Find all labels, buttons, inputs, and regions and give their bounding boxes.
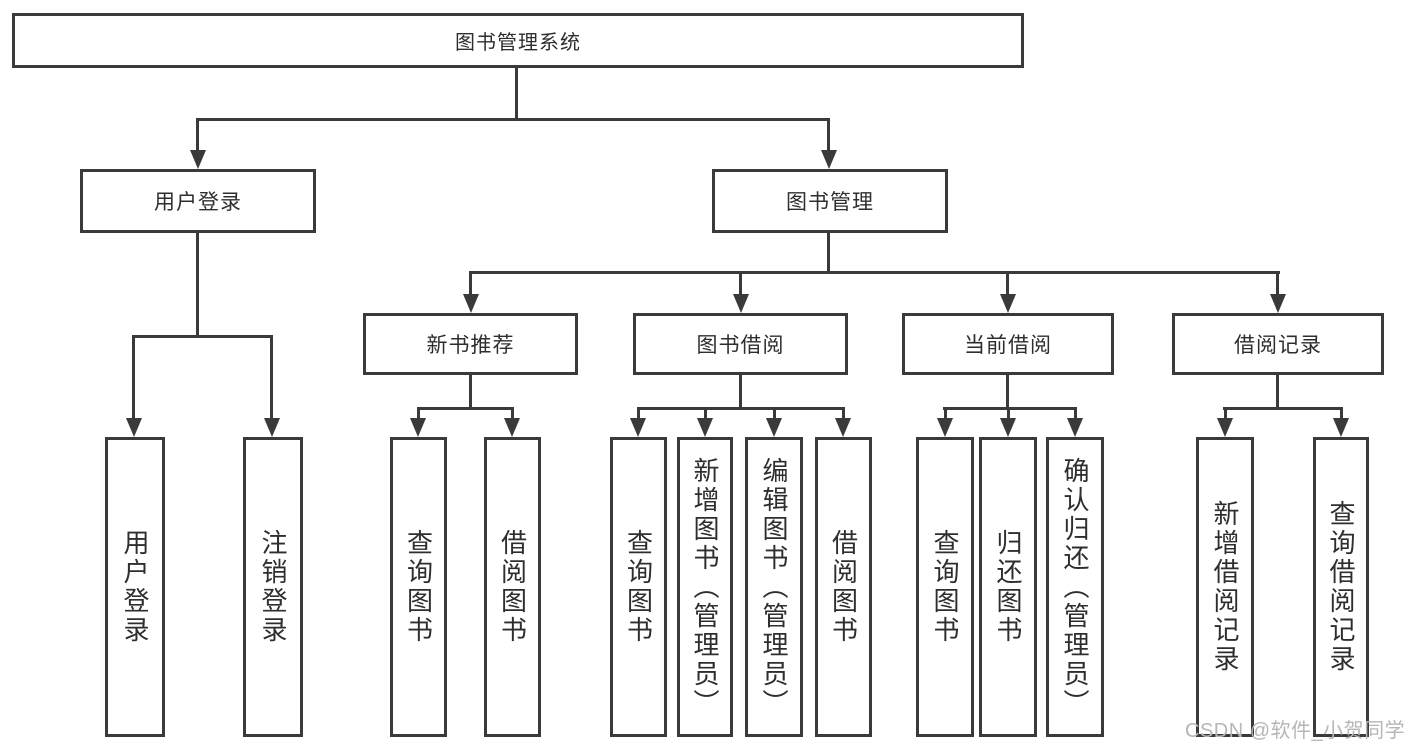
connector-line [417,407,514,410]
node-label: 用户登录 [154,191,242,214]
connector-line [196,118,199,152]
leaf-label: 查询图书 [623,529,654,645]
node-user-login-group: 用户登录 [80,169,316,233]
leaf-label: 注销登录 [258,529,288,645]
leaf-label: 用户登录 [120,529,150,645]
leaf-label: 新增图书（管理员） [690,456,720,718]
arrow-down-icon [1217,418,1233,437]
leaf-label: 新增借阅记录 [1210,500,1240,674]
leaf-query-books: 查询图书 [390,437,447,737]
leaf-edit-books-admin: 编辑图书（管理员） [745,437,803,737]
arrow-down-icon [1000,418,1016,437]
leaf-add-books-admin: 新增图书（管理员） [677,437,733,737]
connector-line [469,271,472,297]
connector-line [1340,407,1343,420]
node-current-borrow: 当前借阅 [902,313,1114,375]
leaf-label: 归还图书 [993,529,1023,645]
arrow-down-icon [821,150,837,169]
node-book-borrow: 图书借阅 [633,313,848,375]
leaf-label: 确认归还（管理员） [1060,456,1090,718]
node-label: 新书推荐 [426,334,515,357]
leaf-label: 借阅图书 [497,529,528,645]
leaf-borrow-books: 借阅图书 [815,437,872,737]
leaf-return-books: 归还图书 [979,437,1037,737]
leaf-label: 查询借阅记录 [1326,500,1356,674]
connector-line [773,407,776,420]
arrow-down-icon [190,150,206,169]
connector-line [943,407,1077,410]
connector-line [132,335,135,420]
leaf-query-borrow-record: 查询借阅记录 [1313,437,1369,737]
connector-line [417,407,420,420]
node-new-book-recommend: 新书推荐 [363,313,578,375]
arrow-down-icon [463,294,479,313]
arrow-down-icon [1333,418,1349,437]
connector-line [1006,271,1009,297]
node-label: 当前借阅 [964,334,1052,357]
arrow-down-icon [504,418,520,437]
arrow-down-icon [1067,418,1083,437]
connector-line [1007,407,1010,420]
node-borrow-records: 借阅记录 [1172,313,1384,375]
connector-line [1074,407,1077,420]
arrow-down-icon [1270,294,1286,313]
node-label: 图书管理 [786,191,874,214]
connector-line [1224,407,1227,420]
connector-line [270,335,273,420]
arrow-down-icon [766,418,782,437]
connector-line [469,375,472,409]
connector-line [511,407,514,420]
connector-line [515,68,518,118]
arrow-down-icon [264,418,280,437]
node-book-management-group: 图书管理 [712,169,948,233]
leaf-label: 查询图书 [930,529,960,645]
connector-line [827,118,830,152]
connector-line [1006,375,1009,409]
connector-line [944,407,947,420]
arrow-down-icon [835,418,851,437]
arrow-down-icon [697,418,713,437]
connector-line [1276,375,1279,409]
connector-line [1276,271,1279,297]
connector-line [842,407,845,420]
connector-line [1223,407,1343,410]
connector-line [827,233,830,273]
connector-line [739,375,742,409]
connector-line [469,271,1280,274]
leaf-label: 查询图书 [403,529,434,645]
arrow-down-icon [1000,294,1016,313]
connector-line [132,335,273,338]
arrow-down-icon [126,418,142,437]
arrow-down-icon [733,294,749,313]
leaf-user-login: 用户登录 [105,437,165,737]
leaf-confirm-return-admin: 确认归还（管理员） [1046,437,1104,737]
node-label: 借阅记录 [1234,334,1322,357]
leaf-logout: 注销登录 [243,437,303,737]
arrow-down-icon [937,418,953,437]
leaf-query-books: 查询图书 [610,437,667,737]
watermark: CSDN @软件_小贺同学 [1185,720,1405,742]
node-label: 图书借阅 [696,334,785,357]
leaf-borrow-books: 借阅图书 [484,437,541,737]
connector-line [196,118,830,121]
leaf-label: 借阅图书 [828,529,859,645]
connector-line [704,407,707,420]
leaf-query-books: 查询图书 [916,437,974,737]
connector-line [739,271,742,297]
node-root-label: 图书管理系统 [455,32,581,54]
arrow-down-icon [630,418,646,437]
arrow-down-icon [410,418,426,437]
connector-line [637,407,845,410]
leaf-add-borrow-record: 新增借阅记录 [1196,437,1254,737]
node-root-system: 图书管理系统 [12,13,1024,68]
connector-line [637,407,640,420]
connector-line [196,233,199,335]
leaf-label: 编辑图书（管理员） [759,456,789,718]
